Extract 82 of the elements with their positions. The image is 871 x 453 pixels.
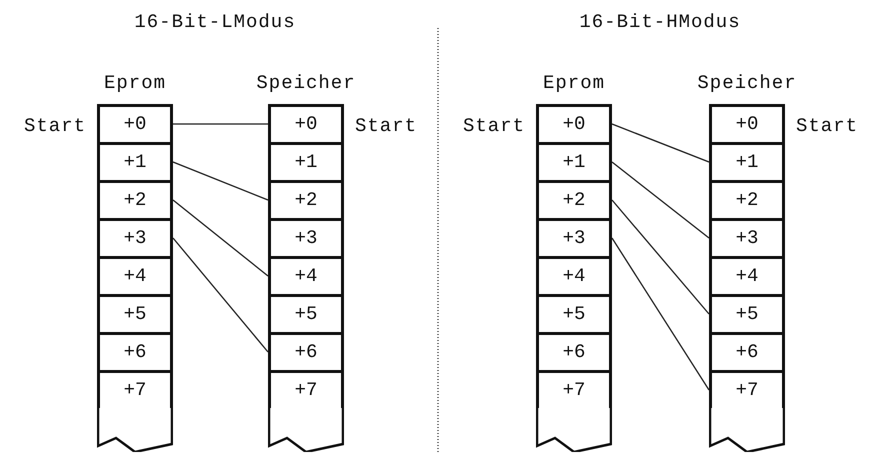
- mapping-line: [172, 161, 268, 201]
- cell-offset: +1: [294, 150, 318, 176]
- cell-offset: +2: [294, 188, 318, 214]
- memory-cell: [97, 294, 173, 332]
- cell-offset: +0: [562, 112, 586, 138]
- memory-cell: [268, 180, 344, 218]
- memory-cell: [268, 332, 344, 370]
- memory-cell: [709, 180, 785, 218]
- torn-memory-end: [536, 408, 612, 452]
- cell-offset: +5: [294, 302, 318, 328]
- memory-cell: [97, 332, 173, 370]
- memory-cell: [536, 332, 612, 370]
- mapping-line: [172, 200, 268, 276]
- cell-offset: +5: [124, 302, 146, 328]
- column-heading: Speicher: [697, 70, 797, 96]
- memory-cell: [709, 332, 785, 370]
- mode-title: 16-Bit-HModus: [578, 10, 742, 35]
- memory-cell: [709, 142, 785, 180]
- cell-offset: +6: [562, 340, 586, 366]
- cell-offset: +3: [294, 226, 318, 252]
- mapping-line: [173, 123, 268, 125]
- cell-offset: +1: [736, 150, 758, 176]
- column-heading: Eprom: [104, 70, 166, 96]
- cell-offset: +7: [294, 378, 318, 404]
- cell-offset: +7: [562, 378, 586, 404]
- cell-offset: +4: [736, 264, 758, 290]
- cell-offset: +6: [736, 340, 758, 366]
- memory-cell: [709, 294, 785, 332]
- cell-offset: +7: [736, 378, 758, 404]
- memory-cell: [536, 370, 612, 408]
- memory-cell: [709, 218, 785, 256]
- cell-offset: +0: [736, 112, 758, 138]
- memory-cell: [536, 142, 612, 180]
- cell-offset: +2: [124, 188, 146, 214]
- mapping-line: [612, 123, 710, 163]
- memory-cell: [709, 370, 785, 408]
- cell-offset: +0: [124, 112, 146, 138]
- mapping-line: [611, 238, 710, 390]
- mapping-line: [612, 161, 710, 239]
- torn-memory-end: [268, 408, 344, 452]
- cell-offset: +6: [124, 340, 146, 366]
- cell-offset: +0: [294, 112, 318, 138]
- memory-cell: [536, 294, 612, 332]
- cell-offset: +5: [736, 302, 758, 328]
- start-label: Start: [24, 114, 86, 139]
- mapping-line: [172, 238, 268, 352]
- memory-cell: [268, 218, 344, 256]
- memory-cell: [268, 370, 344, 408]
- cell-offset: +2: [736, 188, 758, 214]
- mode-title: 16-Bit-LModus: [133, 10, 297, 35]
- cell-offset: +6: [294, 340, 318, 366]
- cell-offset: +7: [124, 378, 146, 404]
- cell-offset: +4: [294, 264, 318, 290]
- memory-cell: [709, 256, 785, 294]
- cell-offset: +3: [562, 226, 586, 252]
- torn-memory-end: [709, 408, 785, 452]
- cell-offset: +4: [124, 264, 146, 290]
- cell-offset: +4: [562, 264, 586, 290]
- start-label: Start: [796, 114, 858, 139]
- cell-offset: +1: [562, 150, 586, 176]
- memory-cell: [536, 180, 612, 218]
- memory-cell: [536, 218, 612, 256]
- cell-offset: +2: [562, 188, 586, 214]
- memory-cell: [97, 218, 173, 256]
- column-heading: Speicher: [256, 70, 356, 96]
- cell-offset: +5: [562, 302, 586, 328]
- memory-cell: [97, 180, 173, 218]
- column-heading: Eprom: [542, 70, 605, 96]
- memory-cell: [97, 142, 173, 180]
- memory-cell: [268, 294, 344, 332]
- memory-cell: [268, 256, 344, 294]
- cell-offset: +1: [124, 150, 146, 176]
- start-label: Start: [355, 114, 418, 139]
- memory-cell: [97, 256, 173, 294]
- mapping-line: [612, 200, 710, 314]
- start-label: Start: [462, 114, 525, 139]
- memory-cell: [536, 256, 612, 294]
- cell-offset: +3: [736, 226, 758, 252]
- torn-memory-end: [97, 408, 173, 452]
- memory-cell: [268, 142, 344, 180]
- cell-offset: +3: [124, 226, 146, 252]
- memory-cell: [97, 370, 173, 408]
